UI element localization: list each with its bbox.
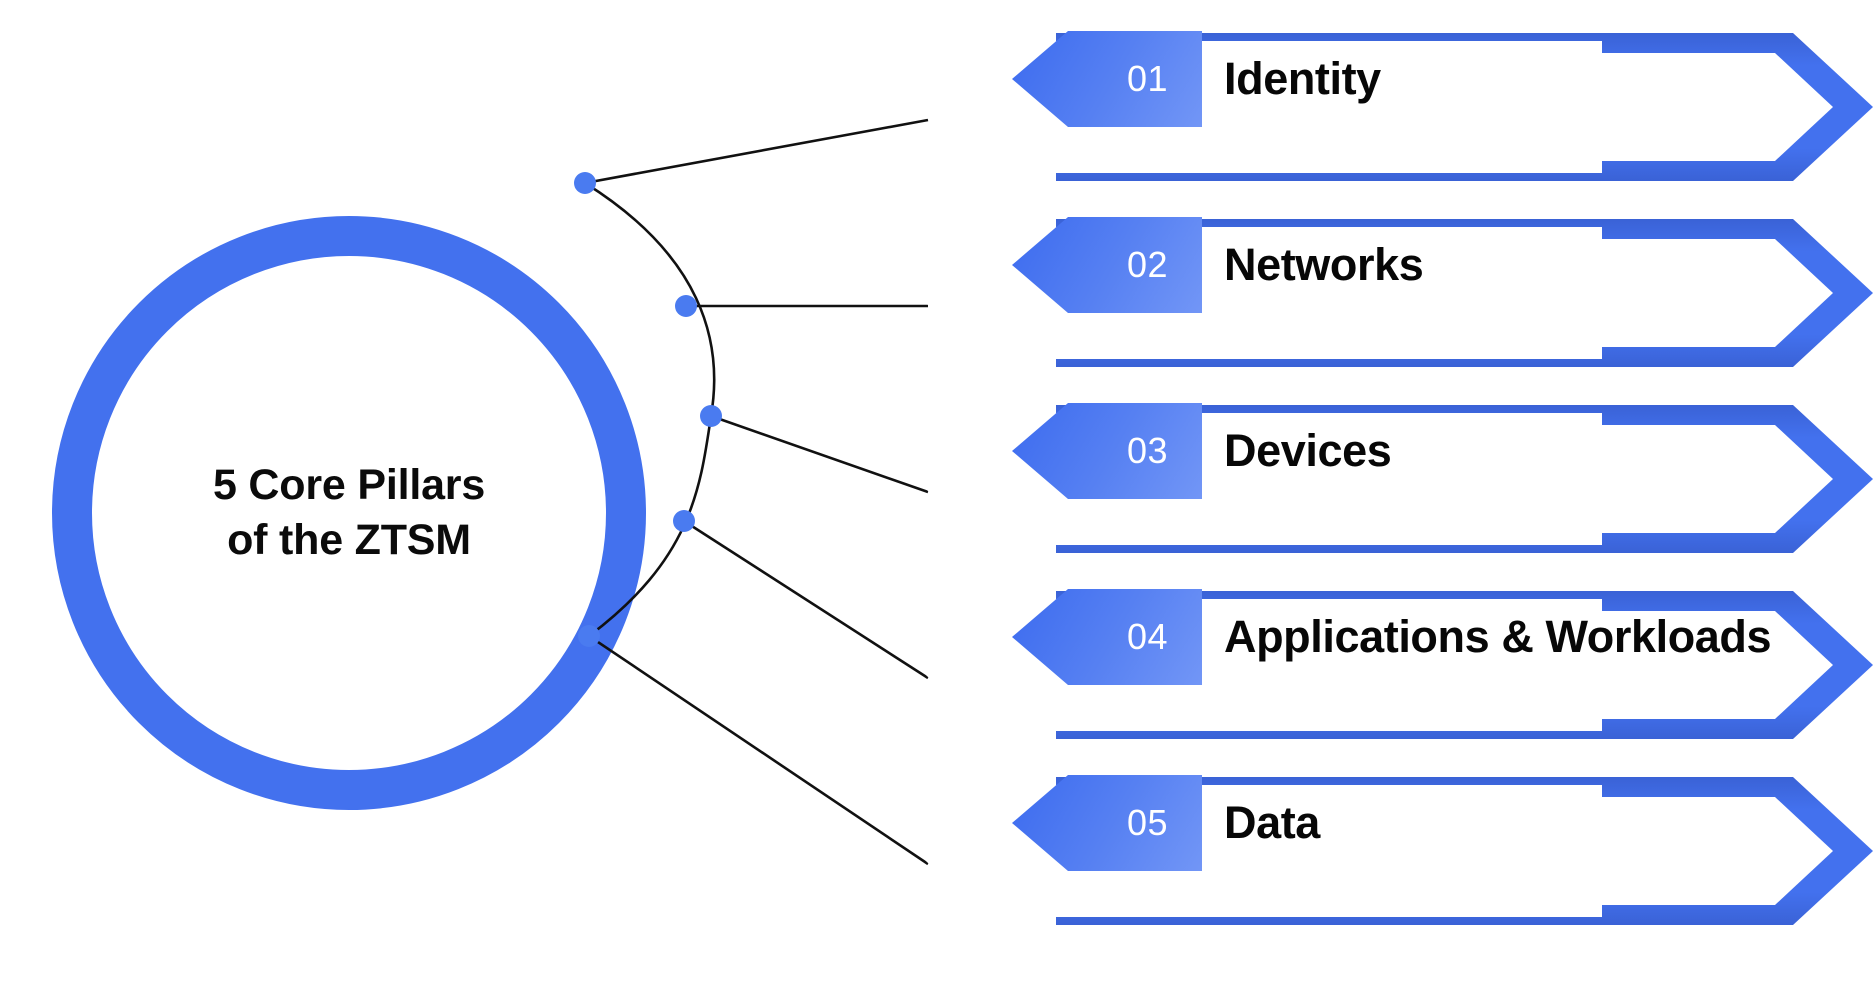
pillar-label: Data bbox=[1224, 797, 1320, 848]
pillar-row[interactable]: 04 Applications & Workloads bbox=[916, 571, 1873, 759]
pillar-card[interactable] bbox=[916, 413, 1602, 545]
pillar-number: 05 bbox=[1126, 802, 1168, 843]
pillar-row[interactable]: 02 Networks bbox=[916, 199, 1873, 387]
pillar-row[interactable]: 05 Data bbox=[916, 757, 1873, 945]
connector-dot-4 bbox=[673, 510, 695, 532]
connector-dot-1 bbox=[574, 172, 596, 194]
connector-line-5 bbox=[588, 634, 929, 866]
pillar-card[interactable] bbox=[916, 785, 1602, 917]
connector-line-1 bbox=[584, 118, 929, 185]
pillar-row[interactable]: 03 Devices bbox=[916, 385, 1873, 573]
pillar-number: 04 bbox=[1126, 616, 1168, 657]
pillar-number: 02 bbox=[1126, 244, 1168, 285]
hub-label: 5 Core Pillars of the ZTSM bbox=[212, 460, 486, 564]
connector-dot-2 bbox=[675, 295, 697, 317]
pillar-number: 03 bbox=[1126, 430, 1168, 471]
connector-dot-3 bbox=[700, 405, 722, 427]
pillar-label: Devices bbox=[1224, 425, 1392, 476]
pillar-number: 01 bbox=[1126, 58, 1168, 99]
pillar-row[interactable]: 01 Identity bbox=[916, 13, 1873, 201]
pillar-label: Identity bbox=[1224, 53, 1381, 104]
hub-circle: 5 Core Pillars of the ZTSM bbox=[52, 216, 646, 810]
pillar-card[interactable] bbox=[916, 227, 1602, 359]
pillar-card[interactable] bbox=[916, 41, 1602, 173]
connector-line-3 bbox=[710, 414, 929, 494]
pillar-label: Networks bbox=[1224, 239, 1424, 290]
pillar-label: Applications & Workloads bbox=[1224, 611, 1772, 662]
pillar-card[interactable] bbox=[916, 599, 1602, 731]
connector-line-4 bbox=[683, 519, 929, 680]
